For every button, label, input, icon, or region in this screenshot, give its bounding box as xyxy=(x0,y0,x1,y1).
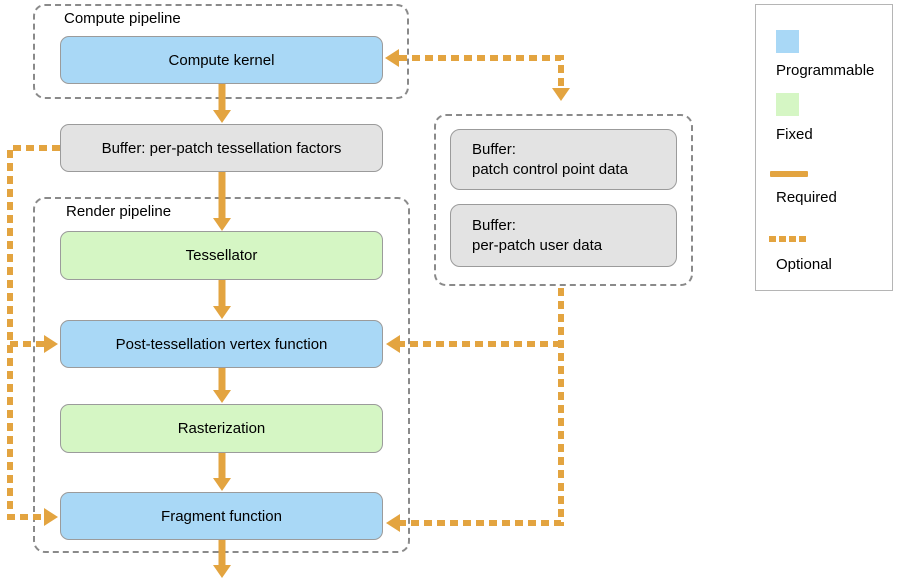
arrow-shaft xyxy=(400,288,564,526)
dash-segment xyxy=(799,236,806,242)
legend-fixed-label: Fixed xyxy=(776,126,813,143)
buffer-patch-control-line2: patch control point data xyxy=(472,160,628,178)
patch-buffers-container xyxy=(434,114,693,286)
compute-kernel-node: Compute kernel xyxy=(60,36,383,84)
arrow-head xyxy=(213,565,231,578)
legend-fixed-swatch xyxy=(776,93,799,116)
legend-optional-line-sample xyxy=(769,236,809,242)
arrow-shaft xyxy=(399,55,564,88)
dash-segment xyxy=(779,236,786,242)
legend: Programmable Fixed Required Optional xyxy=(755,4,893,291)
dashed-arrow-buffers-to-fragment xyxy=(386,288,564,532)
post-tessellation-vertex-function-node: Post-tessellation vertex function xyxy=(60,320,383,368)
dashed-arrow-buffers-to-post-tess xyxy=(386,335,561,353)
buffer-patch-control-point-node: Buffer: patch control point data xyxy=(450,129,677,190)
legend-optional-label: Optional xyxy=(776,256,832,273)
render-pipeline-label: Render pipeline xyxy=(66,203,172,220)
dash-segment xyxy=(789,236,796,242)
compute-pipeline-label: Compute pipeline xyxy=(64,10,181,27)
arrow-head xyxy=(213,110,231,123)
buffer-per-patch-user-node: Buffer: per-patch user data xyxy=(450,204,677,267)
dashed-arrow-buffers-to-compute-kernel xyxy=(385,49,570,101)
rasterization-node: Rasterization xyxy=(60,404,383,453)
legend-programmable-label: Programmable xyxy=(776,62,875,79)
legend-programmable-swatch xyxy=(776,30,799,53)
arrow-head-down xyxy=(552,88,570,101)
dash-segment xyxy=(769,236,776,242)
legend-required-label: Required xyxy=(776,189,837,206)
buffer-per-patch-user-line1: Buffer: xyxy=(472,216,516,234)
buffer-per-patch-user-line2: per-patch user data xyxy=(472,236,603,254)
fragment-function-node: Fragment function xyxy=(60,492,383,540)
buffer-tess-factors-node: Buffer: per-patch tessellation factors xyxy=(60,124,383,172)
tessellator-node: Tessellator xyxy=(60,231,383,280)
legend-required-line-sample xyxy=(770,171,808,177)
buffer-patch-control-line1: Buffer: xyxy=(472,140,516,158)
